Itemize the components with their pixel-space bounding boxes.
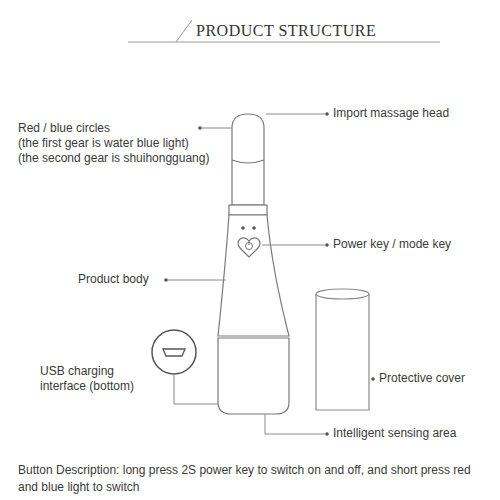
product-body (218, 215, 289, 336)
part-label: Import massage head (333, 106, 449, 121)
heart-key (238, 238, 260, 257)
indicator-dot (252, 226, 256, 230)
device (218, 114, 289, 414)
indicator-dot (241, 226, 245, 230)
usb-icon (152, 330, 196, 374)
page-title: PRODUCT STRUCTURE (196, 22, 376, 40)
part-label: Intelligent sensing area (333, 426, 456, 441)
collar (229, 205, 267, 215)
sensing-cap (218, 338, 289, 414)
massage-head (232, 114, 264, 205)
part-label: USB charging interface (bottom) (40, 364, 158, 394)
button-description: Button Description: long press 2S power … (18, 462, 480, 496)
part-label: Protective cover (379, 371, 465, 386)
power-symbol (249, 241, 250, 245)
light-ring (232, 160, 264, 163)
usb-port (163, 349, 185, 356)
part-note: (the first gear is water blue light) (18, 136, 189, 151)
header-rule (128, 42, 440, 43)
header-slash (176, 20, 192, 42)
part-label: Power key / mode key (333, 237, 451, 252)
part-label: Product body (78, 272, 149, 287)
part-label: Red / blue circles (18, 121, 110, 136)
protective-cover (316, 289, 369, 410)
part-note: (the second gear is shuihongguang) (18, 151, 209, 166)
